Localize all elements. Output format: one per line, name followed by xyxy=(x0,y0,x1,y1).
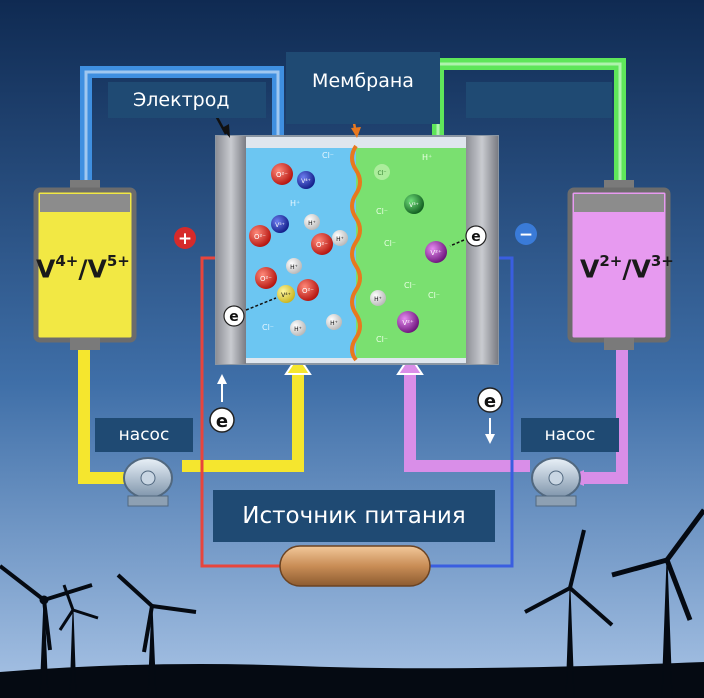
wind-turbine-left xyxy=(0,564,93,698)
svg-text:O²⁻: O²⁻ xyxy=(302,287,314,295)
cell xyxy=(215,135,499,365)
ion-oxide-4: O²⁻ xyxy=(255,267,277,289)
ion-cl-1: Cl⁻ xyxy=(322,151,334,160)
svg-text:e: e xyxy=(216,411,228,432)
pump-right xyxy=(531,457,581,507)
svg-text:e: e xyxy=(471,229,481,245)
svg-text:O²⁻: O²⁻ xyxy=(260,275,272,283)
ion-v3-1: V³⁺ xyxy=(404,194,424,214)
ground xyxy=(0,662,704,698)
svg-text:Cl⁻: Cl⁻ xyxy=(377,170,386,177)
ion-h-2: H⁺ xyxy=(304,214,320,230)
electron-inside: e xyxy=(223,297,277,327)
electrode-label: Электрод xyxy=(108,82,266,118)
electrode-left xyxy=(216,136,246,364)
svg-text:H⁺: H⁺ xyxy=(290,199,300,208)
ion-v2-2: V²⁺ xyxy=(397,311,419,333)
ion-cl-4: Cl⁻ xyxy=(376,207,388,216)
tank-left-formula: V4+/V5+ xyxy=(36,252,130,284)
tank-right-formula: V2+/V3+ xyxy=(580,252,674,284)
minus-terminal: − xyxy=(515,223,537,245)
svg-text:O²⁻: O²⁻ xyxy=(276,171,288,179)
svg-text:H⁺: H⁺ xyxy=(422,153,432,162)
svg-text:Cl⁻: Cl⁻ xyxy=(384,239,396,248)
electron-right-inside: e xyxy=(449,225,487,247)
svg-text:V⁴⁺: V⁴⁺ xyxy=(301,178,311,185)
ion-cl-2: Cl⁻ xyxy=(262,323,274,332)
membrane-label: Мембрана xyxy=(286,52,440,124)
ion-oxide-1: O²⁻ xyxy=(271,163,293,185)
wind-turbine-right1 xyxy=(524,529,614,698)
svg-text:Cl⁻: Cl⁻ xyxy=(376,335,388,344)
ion-cl-3: Cl⁻ xyxy=(374,164,390,180)
plus-terminal: + xyxy=(174,227,196,249)
pipe-pink xyxy=(404,338,628,484)
electrode-right xyxy=(466,136,498,364)
svg-text:H⁺: H⁺ xyxy=(290,264,298,271)
ion-v4-2: V⁴⁺ xyxy=(277,285,295,303)
ion-h-8: H⁺ xyxy=(370,290,386,306)
svg-text:e: e xyxy=(229,309,239,325)
tank-left xyxy=(33,180,137,350)
load-resistor xyxy=(279,545,431,587)
svg-text:Cl⁻: Cl⁻ xyxy=(376,207,388,216)
svg-text:V²⁺: V²⁺ xyxy=(430,249,442,257)
svg-text:Cl⁻: Cl⁻ xyxy=(322,151,334,160)
ion-h-4: H⁺ xyxy=(286,258,302,274)
pump-right-label: насос xyxy=(521,418,619,452)
ion-v2-1: V²⁺ xyxy=(425,241,447,263)
svg-text:e: e xyxy=(484,391,496,412)
ion-cl-8: Cl⁻ xyxy=(376,335,388,344)
pump-left-label: насос xyxy=(95,418,193,452)
svg-text:H⁺: H⁺ xyxy=(374,296,382,303)
tank-right xyxy=(567,180,671,350)
wind-turbine-center xyxy=(116,573,197,698)
ion-h-7: H⁺ xyxy=(422,153,432,162)
pump-left xyxy=(123,457,173,507)
svg-text:Cl⁻: Cl⁻ xyxy=(428,291,440,300)
ion-cl-5: Cl⁻ xyxy=(384,239,396,248)
ion-oxide-5: O²⁻ xyxy=(297,279,319,301)
svg-text:O²⁻: O²⁻ xyxy=(254,233,266,241)
svg-text:V⁵⁺: V⁵⁺ xyxy=(275,222,285,229)
svg-text:H⁺: H⁺ xyxy=(294,326,302,333)
svg-text:H⁺: H⁺ xyxy=(308,220,316,227)
svg-text:Cl⁻: Cl⁻ xyxy=(262,323,274,332)
right-label-box xyxy=(466,82,612,118)
ion-cl-7: Cl⁻ xyxy=(428,291,440,300)
svg-text:O²⁻: O²⁻ xyxy=(316,241,328,249)
electron-left-bottom: e xyxy=(209,374,235,433)
ion-oxide-3: O²⁻ xyxy=(311,233,333,255)
ion-h-5: H⁺ xyxy=(290,320,306,336)
svg-text:V⁴⁺: V⁴⁺ xyxy=(281,292,291,299)
electron-right-bottom: e xyxy=(477,387,503,444)
wind-turbine-right2 xyxy=(611,508,704,698)
ion-cl-6: Cl⁻ xyxy=(404,281,416,290)
svg-text:H⁺: H⁺ xyxy=(330,320,338,327)
wind-turbine-small xyxy=(58,584,99,698)
membrane xyxy=(350,144,362,362)
ion-h-1: H⁺ xyxy=(290,199,300,208)
svg-text:−: − xyxy=(519,225,533,245)
ion-oxide-2: O²⁻ xyxy=(249,225,271,247)
ion-h-6: H⁺ xyxy=(326,314,342,330)
ion-v4-1: V⁴⁺ xyxy=(297,171,315,189)
svg-text:H⁺: H⁺ xyxy=(336,236,344,243)
power-source-label: Источник питания xyxy=(213,490,495,542)
svg-text:V²⁺: V²⁺ xyxy=(402,319,414,327)
svg-text:Cl⁻: Cl⁻ xyxy=(404,281,416,290)
ion-v5-1: V⁵⁺ xyxy=(271,215,289,233)
svg-text:+: + xyxy=(178,229,192,249)
ion-h-3: H⁺ xyxy=(332,230,348,246)
svg-text:V³⁺: V³⁺ xyxy=(409,202,419,209)
